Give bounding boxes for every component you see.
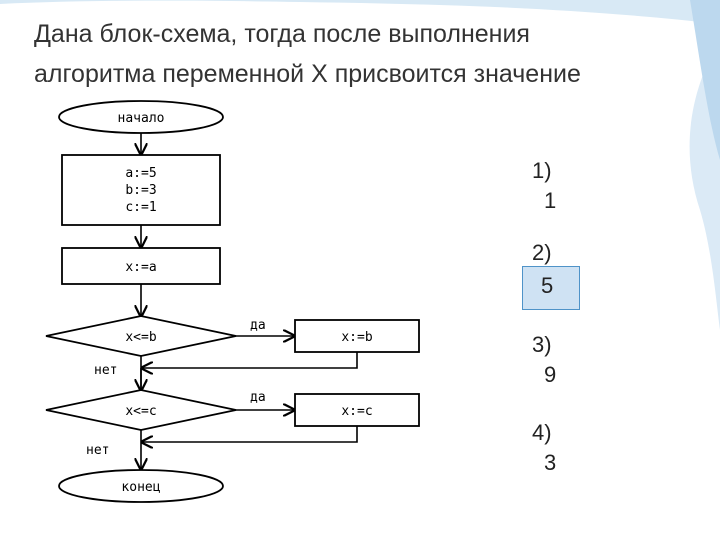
answer-value: 1 [544,188,557,213]
flow-arrow [142,426,358,442]
cond1-label: x<=b [125,330,156,345]
end-label: конец [121,480,160,495]
answer-option-2-highlighted-value[interactable]: 5 [522,266,580,310]
answer-number: 4) [532,420,552,445]
assign-a-label: a:=5 [125,166,156,181]
start-label: начало [118,111,165,126]
cond2-label: x<=c [125,404,156,419]
assign-x-b-block [294,319,420,353]
yes2-label: да [250,390,266,405]
assign-c-label: c:=1 [125,200,156,215]
no2-label: нет [86,443,109,458]
answer-number: 3) [532,332,552,357]
yes1-label: да [250,318,266,333]
title-line-1: Дана блок-схема, тогда после выполнения [34,20,530,48]
end-terminator [58,469,224,503]
assign-x-c-block [294,393,420,427]
answer-option-4[interactable]: 4) 3 [532,418,556,478]
title-line-2: алгоритма переменной X присвоится значен… [34,60,581,88]
flow-arrow [142,352,358,368]
flowchart: начало a:=5 b:=3 c:=1 x:=a x<=b да x:=b … [45,100,420,503]
assign-x-b-label: x:=b [341,330,372,345]
answer-option-3[interactable]: 3) 9 [532,330,556,390]
answer-option-2[interactable]: 2) [532,238,552,268]
assign-x-c-label: x:=c [341,404,372,419]
assign-b-label: b:=3 [125,183,156,198]
no1-label: нет [94,363,117,378]
answer-value: 5 [541,273,554,298]
answer-number: 1) [532,158,552,183]
slide-title: Дана блок-схема, тогда после выполнения … [34,14,694,94]
assign-x-a-label: x:=a [125,260,156,275]
answer-value: 3 [544,450,557,475]
answer-number: 2) [532,240,552,265]
answer-option-1[interactable]: 1) 1 [532,156,556,216]
answer-value: 9 [544,362,557,387]
